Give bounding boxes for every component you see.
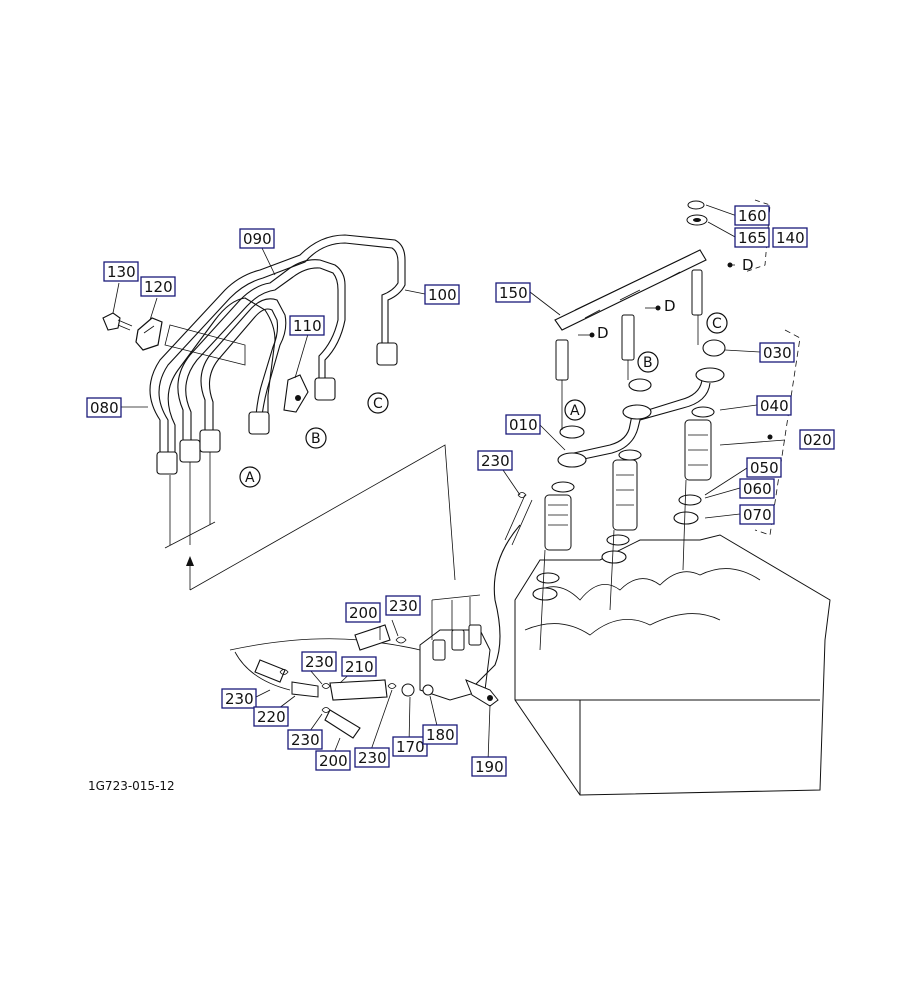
injection-pipes-drawing <box>102 234 456 591</box>
svg-text:D: D <box>597 324 609 342</box>
callout-050: 050 <box>746 457 782 478</box>
callout-020: 020 <box>799 429 835 450</box>
svg-text:040: 040 <box>760 397 789 415</box>
callout-100: 100 <box>424 284 460 305</box>
callout-230-left: 230 <box>301 651 337 672</box>
callout-130: 130 <box>103 261 139 282</box>
callout-190: 190 <box>471 756 507 777</box>
svg-text:160: 160 <box>738 207 767 225</box>
svg-text:165: 165 <box>738 229 767 247</box>
callout-170: 170 <box>392 736 428 757</box>
svg-text:C: C <box>373 396 383 412</box>
callout-165: 165 <box>734 227 770 248</box>
ref-mark-a-left: A <box>239 466 261 488</box>
svg-text:010: 010 <box>509 416 538 434</box>
callout-070: 070 <box>739 504 775 525</box>
svg-text:020: 020 <box>803 431 832 449</box>
callout-230-mid: 230 <box>385 595 421 616</box>
callout-040: 040 <box>756 395 792 416</box>
callout-120: 120 <box>140 276 176 297</box>
svg-text:150: 150 <box>499 284 528 302</box>
ref-mark-d-2: D <box>664 297 676 315</box>
svg-text:110: 110 <box>293 317 322 335</box>
svg-text:C: C <box>712 316 722 332</box>
callout-110: 110 <box>289 315 325 336</box>
nozzle-and-block-drawing <box>469 199 831 796</box>
svg-text:100: 100 <box>428 286 457 304</box>
ref-mark-d-1: D <box>597 324 609 342</box>
callout-080: 080 <box>86 397 122 418</box>
svg-text:140: 140 <box>776 229 805 247</box>
callout-230-bottom: 230 <box>287 729 323 750</box>
svg-text:170: 170 <box>396 738 425 756</box>
ref-mark-c-left: C <box>367 392 389 414</box>
callout-200-bottom: 200 <box>315 750 351 771</box>
svg-text:030: 030 <box>763 344 792 362</box>
ref-mark-b-left: B <box>305 427 327 449</box>
svg-text:B: B <box>643 355 653 371</box>
callout-030: 030 <box>759 342 795 363</box>
ref-mark-d-3: D <box>742 256 754 274</box>
svg-text:120: 120 <box>144 278 173 296</box>
callout-230-far-left: 230 <box>221 688 257 709</box>
svg-text:230: 230 <box>305 653 334 671</box>
ref-mark-a-right: A <box>564 399 586 421</box>
svg-text:050: 050 <box>750 459 779 477</box>
callout-200-top: 200 <box>345 602 381 623</box>
svg-text:080: 080 <box>90 399 119 417</box>
callout-210: 210 <box>341 656 377 677</box>
svg-text:070: 070 <box>743 506 772 524</box>
svg-text:A: A <box>245 470 255 486</box>
svg-text:230: 230 <box>225 690 254 708</box>
ref-mark-c-right: C <box>706 312 728 334</box>
svg-text:200: 200 <box>349 604 378 622</box>
svg-text:180: 180 <box>426 726 455 744</box>
callout-220: 220 <box>253 706 289 727</box>
callout-230-right: 230 <box>354 747 390 768</box>
svg-text:230: 230 <box>358 749 387 767</box>
svg-text:230: 230 <box>291 731 320 749</box>
callout-150: 150 <box>495 282 531 303</box>
svg-text:130: 130 <box>107 263 136 281</box>
callout-230-top: 230 <box>477 450 513 471</box>
svg-text:D: D <box>742 256 754 274</box>
ref-mark-b-right: B <box>637 351 659 373</box>
svg-text:210: 210 <box>345 658 374 676</box>
svg-text:220: 220 <box>257 708 286 726</box>
figure-code: 1G723-015-12 <box>88 779 175 793</box>
callout-140: 140 <box>772 227 808 248</box>
svg-text:D: D <box>664 297 676 315</box>
svg-text:A: A <box>570 403 580 419</box>
callout-160: 160 <box>734 205 770 226</box>
svg-text:230: 230 <box>389 597 418 615</box>
svg-text:090: 090 <box>243 230 272 248</box>
pump-fittings-drawing <box>229 492 527 739</box>
svg-text:200: 200 <box>319 752 348 770</box>
callout-090: 090 <box>239 228 275 249</box>
callout-010: 010 <box>505 414 541 435</box>
callout-180: 180 <box>422 724 458 745</box>
callout-060: 060 <box>739 478 775 499</box>
svg-text:060: 060 <box>743 480 772 498</box>
svg-text:230: 230 <box>481 452 510 470</box>
svg-text:190: 190 <box>475 758 504 776</box>
svg-text:B: B <box>311 431 321 447</box>
